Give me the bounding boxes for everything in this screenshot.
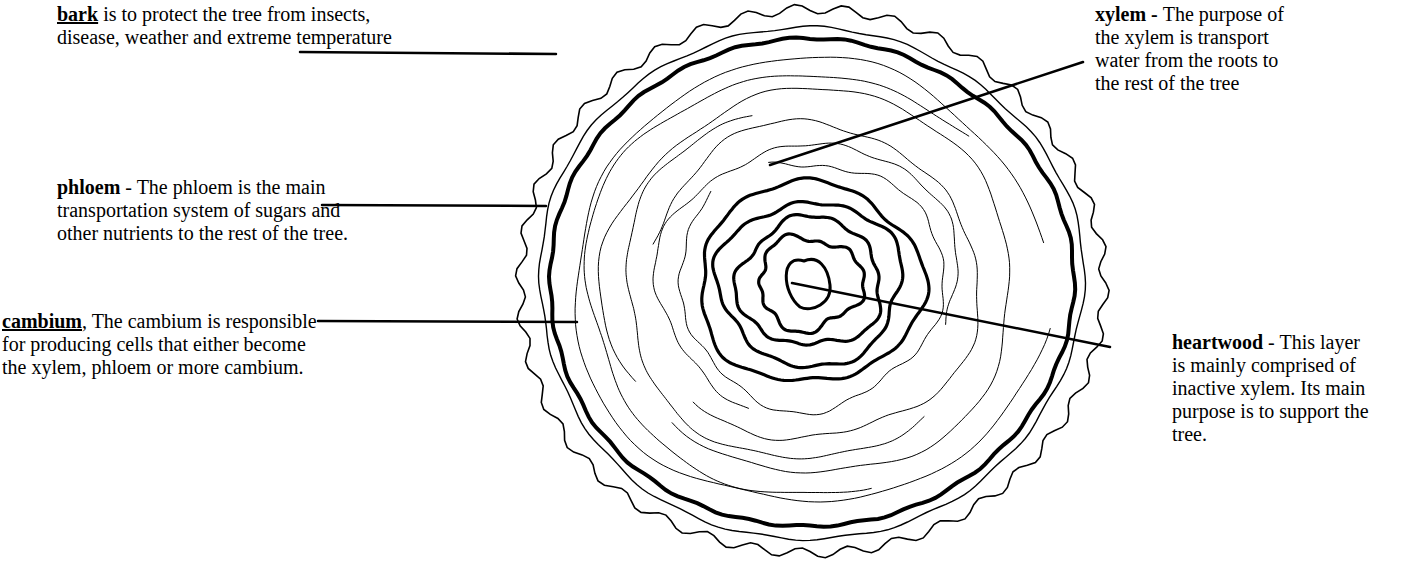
growth-ring: [584, 76, 969, 493]
part-description: cambium, The cambium is responsible for …: [2, 310, 332, 379]
leader-line: [322, 205, 546, 206]
growth-ring: [759, 234, 865, 334]
part-description: phloem- The phloem is the main transport…: [57, 176, 372, 245]
growth-ring: [626, 116, 924, 459]
bark-outline: [516, 5, 1110, 558]
growth-ring: [575, 57, 1050, 502]
part-name: bark: [57, 3, 98, 25]
part-name: xylem -: [1095, 3, 1158, 25]
part-name: heartwood: [1172, 331, 1263, 353]
cambium-ring: [549, 38, 1075, 527]
xylem-rings: [575, 57, 1050, 502]
growth-ring: [678, 162, 944, 415]
growth-ring: [653, 119, 978, 441]
part-description: barkis to protect the tree from insects,…: [57, 3, 397, 49]
part-description: heartwood- This layer is mainly comprise…: [1172, 331, 1377, 446]
growth-ring: [598, 88, 1009, 473]
growth-ring: [653, 143, 958, 408]
leader-line: [300, 52, 556, 54]
leader-line: [792, 283, 1110, 347]
growth-ring: [713, 202, 903, 368]
growth-ring: [702, 178, 929, 381]
growth-ring: [734, 215, 881, 346]
phloem-ring: [539, 26, 1086, 541]
part-name: phloem: [57, 176, 120, 198]
part-name: cambium: [2, 310, 82, 332]
leader-line: [318, 321, 577, 322]
heartwood-rings: [702, 178, 929, 381]
leader-line: [770, 62, 1083, 165]
part-description: xylem -The purpose of the xylem is trans…: [1095, 3, 1307, 95]
part-description-text: is to protect the tree from insects, dis…: [57, 3, 392, 48]
